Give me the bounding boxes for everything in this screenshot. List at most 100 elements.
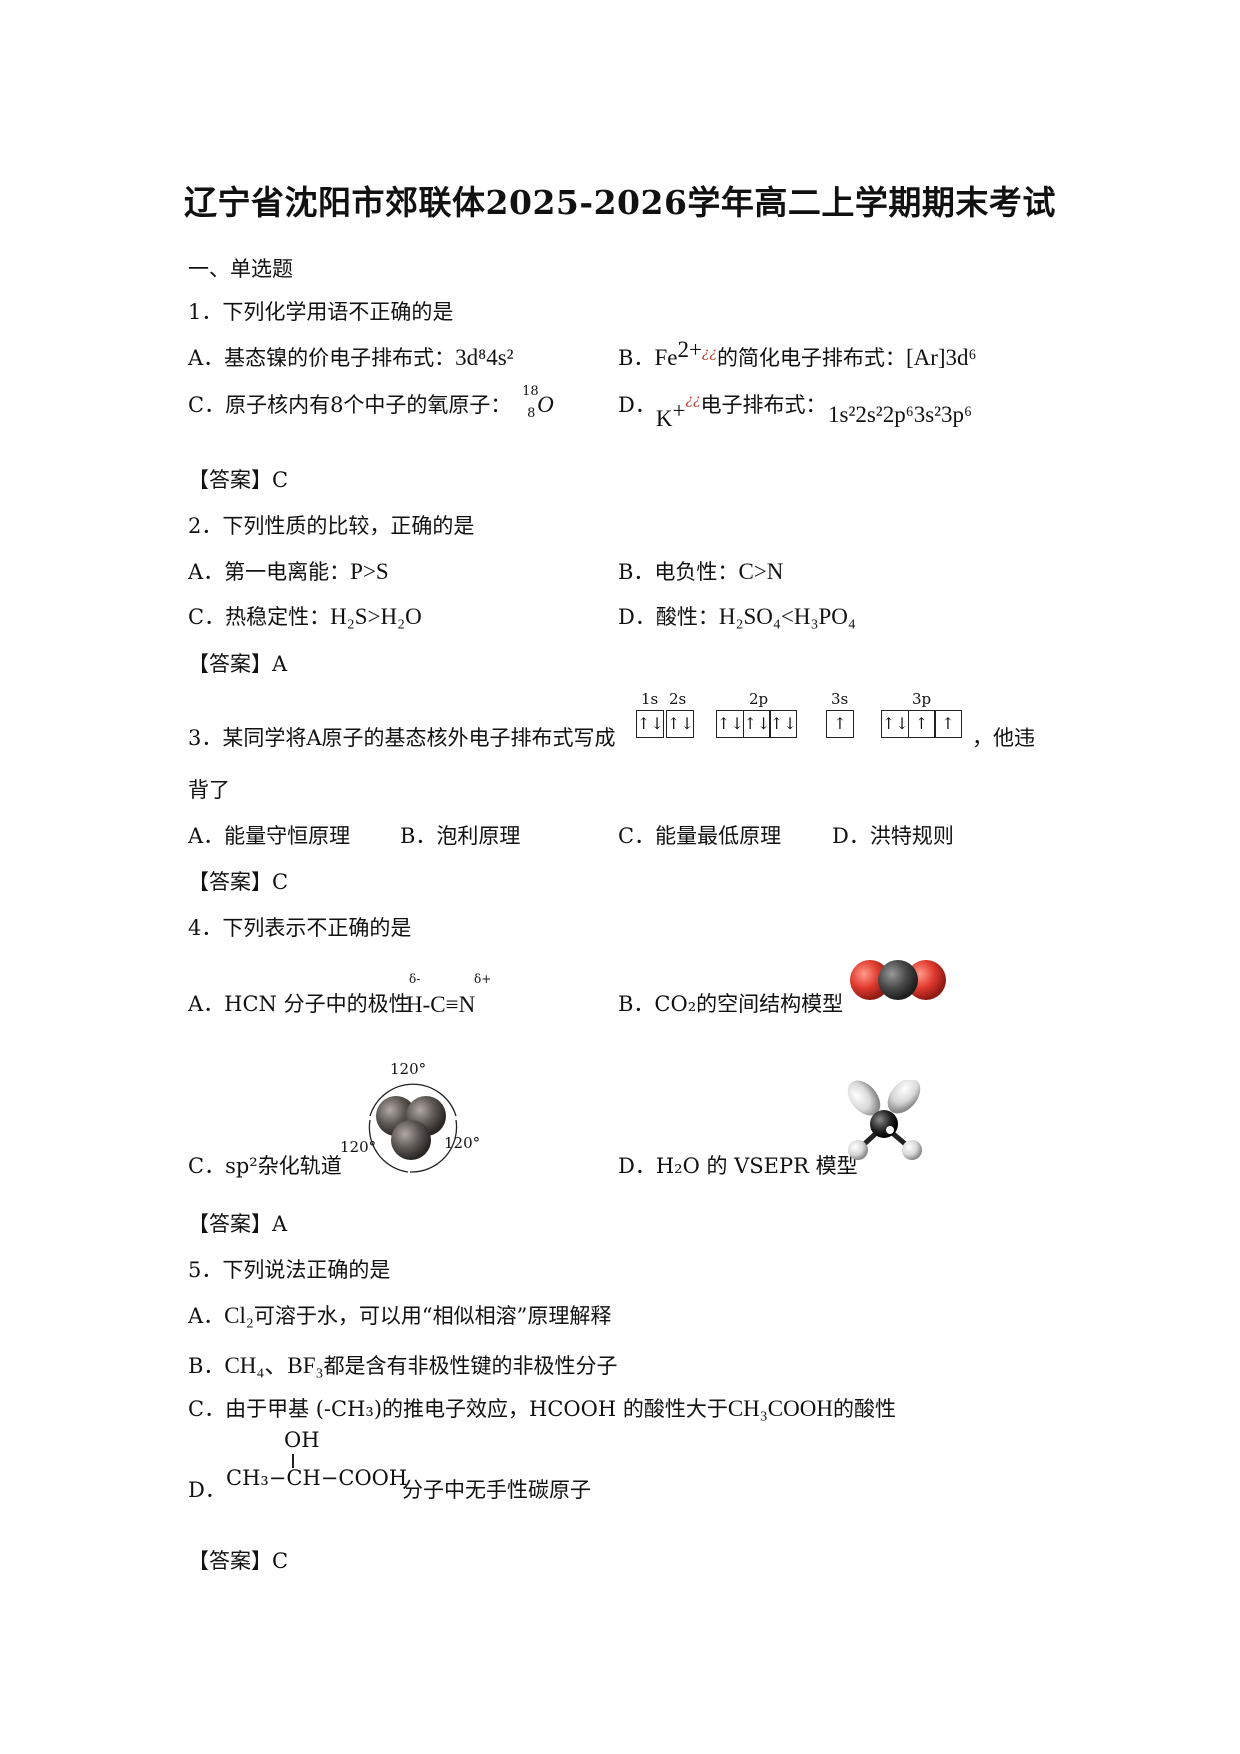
q2-b-formula: C>N [738, 559, 784, 584]
orbital-3p-2: ↑ [907, 710, 936, 738]
q3-stem: 3．某同学将A原子的基态核外电子排布式写成 [188, 726, 616, 750]
sp2-lobes [368, 1083, 458, 1173]
delta-minus: δ- [409, 972, 421, 986]
q2-b-label: B．电负性： [618, 560, 739, 584]
orbital-2s-electrons: ↑↓ [666, 710, 694, 738]
q5-b-label: B． [188, 1354, 225, 1378]
orbital-1s-electrons: ↑↓ [636, 710, 664, 738]
angle-label-top: 120° [390, 1060, 427, 1078]
orbital-2p-3: ↑↓ [769, 710, 797, 738]
q1-d-mid: 电子排布式： [700, 393, 827, 417]
q1-b-ion: Fe [654, 345, 678, 370]
angle-arc-top [369, 1083, 457, 1117]
sp2-orbital-diagram: 120° 120° 120° [338, 1058, 488, 1178]
q1-d-formula: 1s²2s²2p⁶3s²3p⁶ [828, 402, 973, 427]
q5-a-text: 可溶于水，可以用“相似相溶”原理解释 [253, 1304, 612, 1328]
hybrid-lobe-3 [391, 1120, 431, 1160]
lone-pair-left [847, 1080, 881, 1116]
q5-option-d-label: D． [188, 1478, 226, 1502]
q5-a-formula: Cl₂ [224, 1303, 254, 1328]
q2-answer-value: A [272, 652, 288, 676]
q1-b-formula: [Ar]3d⁶ [905, 345, 977, 370]
q3-option-b: B．泡利原理 [400, 824, 521, 848]
lone-pair-right [887, 1080, 921, 1114]
hydrogen-right [902, 1140, 922, 1160]
q1-b-label: B． [618, 346, 655, 370]
orbital-box-3s: ↑ [826, 710, 854, 738]
q1-b-glyph: ¿¿ [701, 345, 717, 361]
oxygen-center [870, 1110, 898, 1138]
q4-answer: 【答案】A [188, 1208, 287, 1238]
q3-stem-cont: 背了 [188, 778, 230, 802]
orbital-label-2s: 2s [669, 690, 687, 708]
q2-option-a: A．第一电离能：P>S [188, 556, 389, 586]
answer-label: 【答案】 [188, 468, 272, 492]
hcn-structure: H-C≡N [406, 992, 476, 1017]
q1-b-mid: 的简化电子排布式： [716, 346, 906, 370]
q5-d-structure: OH CH₃−CH−COOH [226, 1428, 408, 1490]
q1-d-glyph: ¿¿ [685, 392, 701, 408]
q3-option-c: C．能量最低原理 [618, 824, 782, 848]
q2-stem: 2．下列性质的比较，正确的是 [188, 514, 475, 538]
q4-option-b-label: B．CO₂的空间结构模型 [618, 992, 844, 1016]
q4-option-d-label: D．H₂O 的 VSEPR 模型 [618, 1154, 858, 1178]
angle-label-right: 120° [444, 1134, 481, 1152]
orbital-label-2p: 2p [749, 690, 769, 708]
q5-option-b: B．CH₄、BF₃都是含有非极性键的非极性分子 [188, 1346, 618, 1380]
q1-option-b: B．Fe2+¿¿的简化电子排布式：[Ar]3d⁶ [618, 338, 977, 372]
q1-c-symbol: O [537, 391, 554, 417]
q3-answer-value: C [272, 870, 289, 894]
q4-hcn-formula: δ- δ+ H-C≡N [406, 972, 506, 1022]
q2-d-formula: H₂SO₄<H₃PO₄ [718, 604, 856, 629]
q4-answer-value: A [272, 1212, 288, 1236]
q1-a-label: A．基态镍的价电子排布式： [188, 346, 456, 370]
orbital-label-1s: 1s [641, 690, 659, 708]
q5-stem: 5．下列说法正确的是 [188, 1258, 391, 1282]
orbital-3s-electrons: ↑ [826, 710, 854, 738]
orbital-3p-3: ↑ [934, 710, 962, 738]
orbital-label-3p: 3p [912, 690, 932, 708]
q1-option-d: D．K+¿¿电子排布式： [618, 389, 827, 431]
q2-option-c: C．热稳定性：H₂S>H₂O [188, 601, 422, 631]
answer-label: 【答案】 [188, 1549, 272, 1573]
angle-label-left: 120° [340, 1138, 377, 1156]
oxygen-highlight [886, 1126, 894, 1134]
q1-c-z: 8 [527, 405, 536, 421]
q2-answer: 【答案】A [188, 648, 287, 678]
hydrogen-left [848, 1140, 868, 1160]
answer-label: 【答案】 [188, 652, 272, 676]
q1-d-charge: + [672, 398, 686, 423]
oxygen-atom-left [850, 960, 890, 1000]
q5-option-a: A．Cl₂可溶于水，可以用“相似相溶”原理解释 [188, 1300, 611, 1330]
q4-option-a-label: A．HCN 分子中的极性 [188, 992, 410, 1016]
q1-option-c: C．原子核内有8个中子的氧原子： 18 8 O [188, 384, 564, 422]
q3-option-a: A．能量守恒原理 [188, 824, 351, 848]
angle-arc-left [368, 1119, 409, 1173]
q1-c-mass: 18 [522, 383, 539, 399]
answer-label: 【答案】 [188, 1212, 272, 1236]
q5-b-formula: CH₄、BF₃ [224, 1353, 324, 1378]
orbital-box-3p: ↑↓↑↑ [881, 710, 962, 738]
q2-d-label: D．酸性： [618, 605, 719, 629]
q2-c-label: C．热稳定性： [188, 605, 331, 629]
orbital-box-2s: ↑↓ [666, 710, 694, 738]
orbital-box-1s: ↑↓ [636, 710, 664, 738]
h2o-vsepr-model [847, 1080, 922, 1160]
q3-stem-end: ，他违 [972, 726, 1035, 750]
carbon-chain: CH₃−CH−COOH [226, 1466, 408, 1490]
q3-answer: 【答案】C [188, 866, 288, 896]
q1-answer: 【答案】C [188, 464, 288, 494]
q5-b-text: 都是含有非极性键的非极性分子 [323, 1354, 618, 1378]
q5-d-text: 分子中无手性碳原子 [402, 1478, 591, 1502]
q5-answer: 【答案】C [188, 1545, 288, 1575]
carbon-atom [878, 960, 918, 1000]
q4-stem: 4．下列表示不正确的是 [188, 916, 412, 940]
orbital-3p-1: ↑↓ [881, 710, 909, 738]
q3-orbital-diagram: 1s 2s 2p 3s 3p ↑↓ ↑↓ ↑↓↑↓↑↓ ↑ ↑↓↑↑ [636, 690, 1036, 746]
q1-c-nuclide: 18 8 O [518, 384, 564, 422]
orbital-label-3s: 3s [831, 690, 849, 708]
q3-option-d: D．洪特规则 [832, 824, 954, 848]
q1-d-label: D． [618, 393, 656, 417]
q2-option-d: D．酸性：H₂SO₄<H₃PO₄ [618, 601, 856, 631]
page-title: 辽宁省沈阳市郊联体2025-2026学年高二上学期期末考试 [184, 183, 1056, 222]
